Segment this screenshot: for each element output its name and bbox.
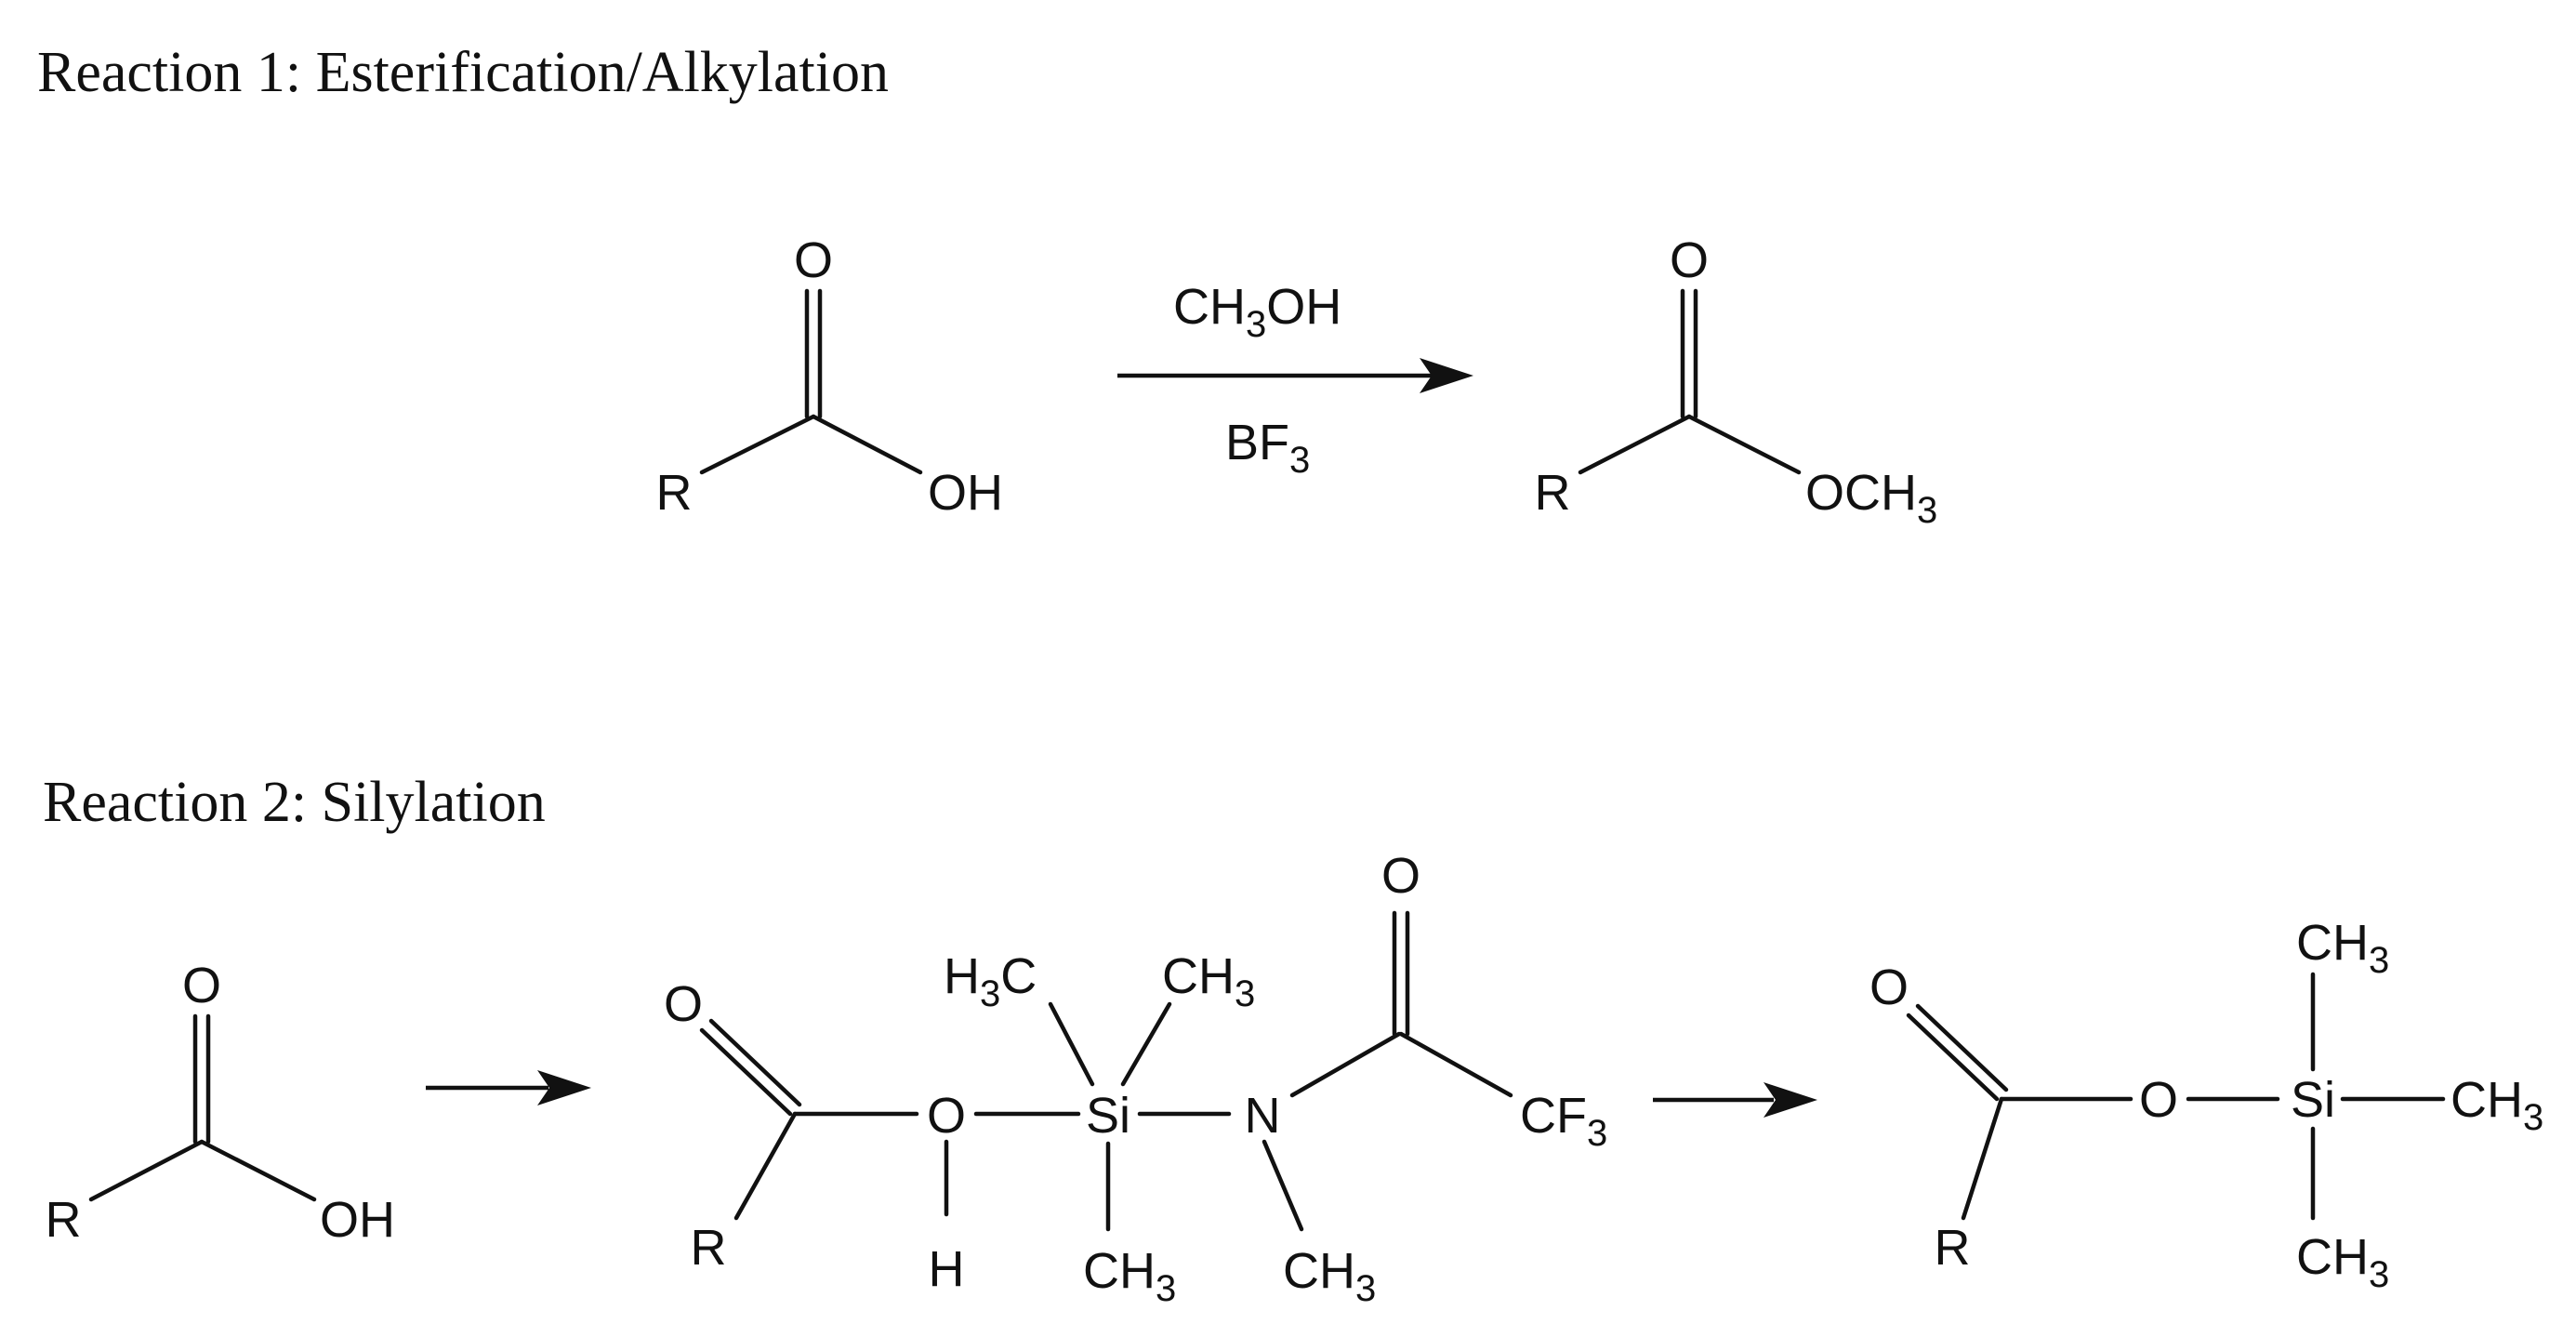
r-group: R [656, 465, 693, 521]
ch3-right-group: CH3 [2451, 1072, 2543, 1138]
arrow-head [1420, 358, 1473, 393]
carbonyl-bond-b [708, 1018, 802, 1107]
oh-bond [811, 414, 923, 475]
carbonyl-oxygen: O [182, 958, 221, 1013]
n-ch3-bond [1262, 1139, 1304, 1232]
boron-trifluoride-reagent: BF3 [1225, 415, 1310, 481]
ester-oxygen: O [927, 1088, 966, 1144]
carbonyl-oxygen: O [664, 976, 703, 1032]
c-cf3-bond [1398, 1031, 1513, 1098]
methoxy-group: OCH3 [1805, 465, 1937, 531]
r-bond [1578, 414, 1692, 475]
ch3-bottom-group: CH3 [1083, 1243, 1176, 1309]
ch3-top-group: CH3 [1162, 948, 1255, 1014]
carbonyl-oxygen: O [1869, 960, 1909, 1015]
silicon-atom: Si [2291, 1072, 2335, 1128]
r-bond [88, 1139, 205, 1202]
r-bond [733, 1111, 798, 1221]
reaction-1-title: Reaction 1: Esterification/Alkylation [37, 41, 889, 104]
r-group: R [691, 1220, 727, 1276]
hydroxyl-hydrogen: H [929, 1241, 965, 1297]
si-ch3-top-bond [1120, 1001, 1172, 1087]
ester-bond [1686, 414, 1802, 475]
r-bond [1961, 1096, 2004, 1221]
ch3-top-group: CH3 [2296, 915, 2389, 981]
reaction-1-arrow: CH3OH BF3 [1117, 279, 1473, 481]
hydroxyl-group: OH [928, 465, 1003, 521]
ch3-bottom-group: CH3 [2296, 1229, 2389, 1295]
arrow-head [1764, 1082, 1817, 1118]
reaction-2-intermediate: O R O H Si N H3C CH3 CH3 CH3 O CF3 [664, 848, 1607, 1309]
reaction-2-arrow-1 [426, 1070, 591, 1105]
reaction-2-reactant: O R OH [46, 958, 396, 1248]
carbonyl-bond-a [1906, 1013, 2000, 1102]
carbonyl-bond-a [699, 1027, 793, 1117]
r-group: R [1935, 1220, 1971, 1276]
carbonyl-oxygen: O [1670, 232, 1709, 288]
silicon-atom: Si [1086, 1088, 1130, 1144]
h3c-group: H3C [944, 948, 1037, 1014]
methanol-reagent: CH3OH [1173, 279, 1341, 345]
r-group: R [46, 1192, 82, 1248]
trifluoromethyl-group: CF3 [1520, 1088, 1607, 1154]
nitrogen-atom: N [1245, 1088, 1281, 1144]
arrow-head [537, 1070, 591, 1105]
hydroxyl-group: OH [320, 1192, 395, 1248]
carbonyl-bond-b [1915, 1003, 2009, 1092]
reaction-1-product: O R OCH3 [1535, 232, 1938, 531]
r-group: R [1535, 465, 1571, 521]
n-c-bond [1289, 1031, 1402, 1098]
ester-oxygen: O [2139, 1072, 2178, 1128]
n-methyl-group: CH3 [1283, 1243, 1376, 1309]
si-h3c-bond [1048, 1001, 1095, 1087]
reaction-2-product: O R O Si CH3 CH3 CH3 [1869, 915, 2543, 1295]
amide-oxygen: O [1381, 848, 1420, 904]
carbonyl-oxygen: O [794, 232, 833, 288]
reaction-1-reactant: O R OH [656, 232, 1004, 521]
oh-bond [199, 1139, 317, 1202]
reaction-2-title: Reaction 2: Silylation [43, 771, 546, 834]
r-bond [699, 414, 816, 475]
reaction-2-arrow-2 [1653, 1082, 1817, 1118]
